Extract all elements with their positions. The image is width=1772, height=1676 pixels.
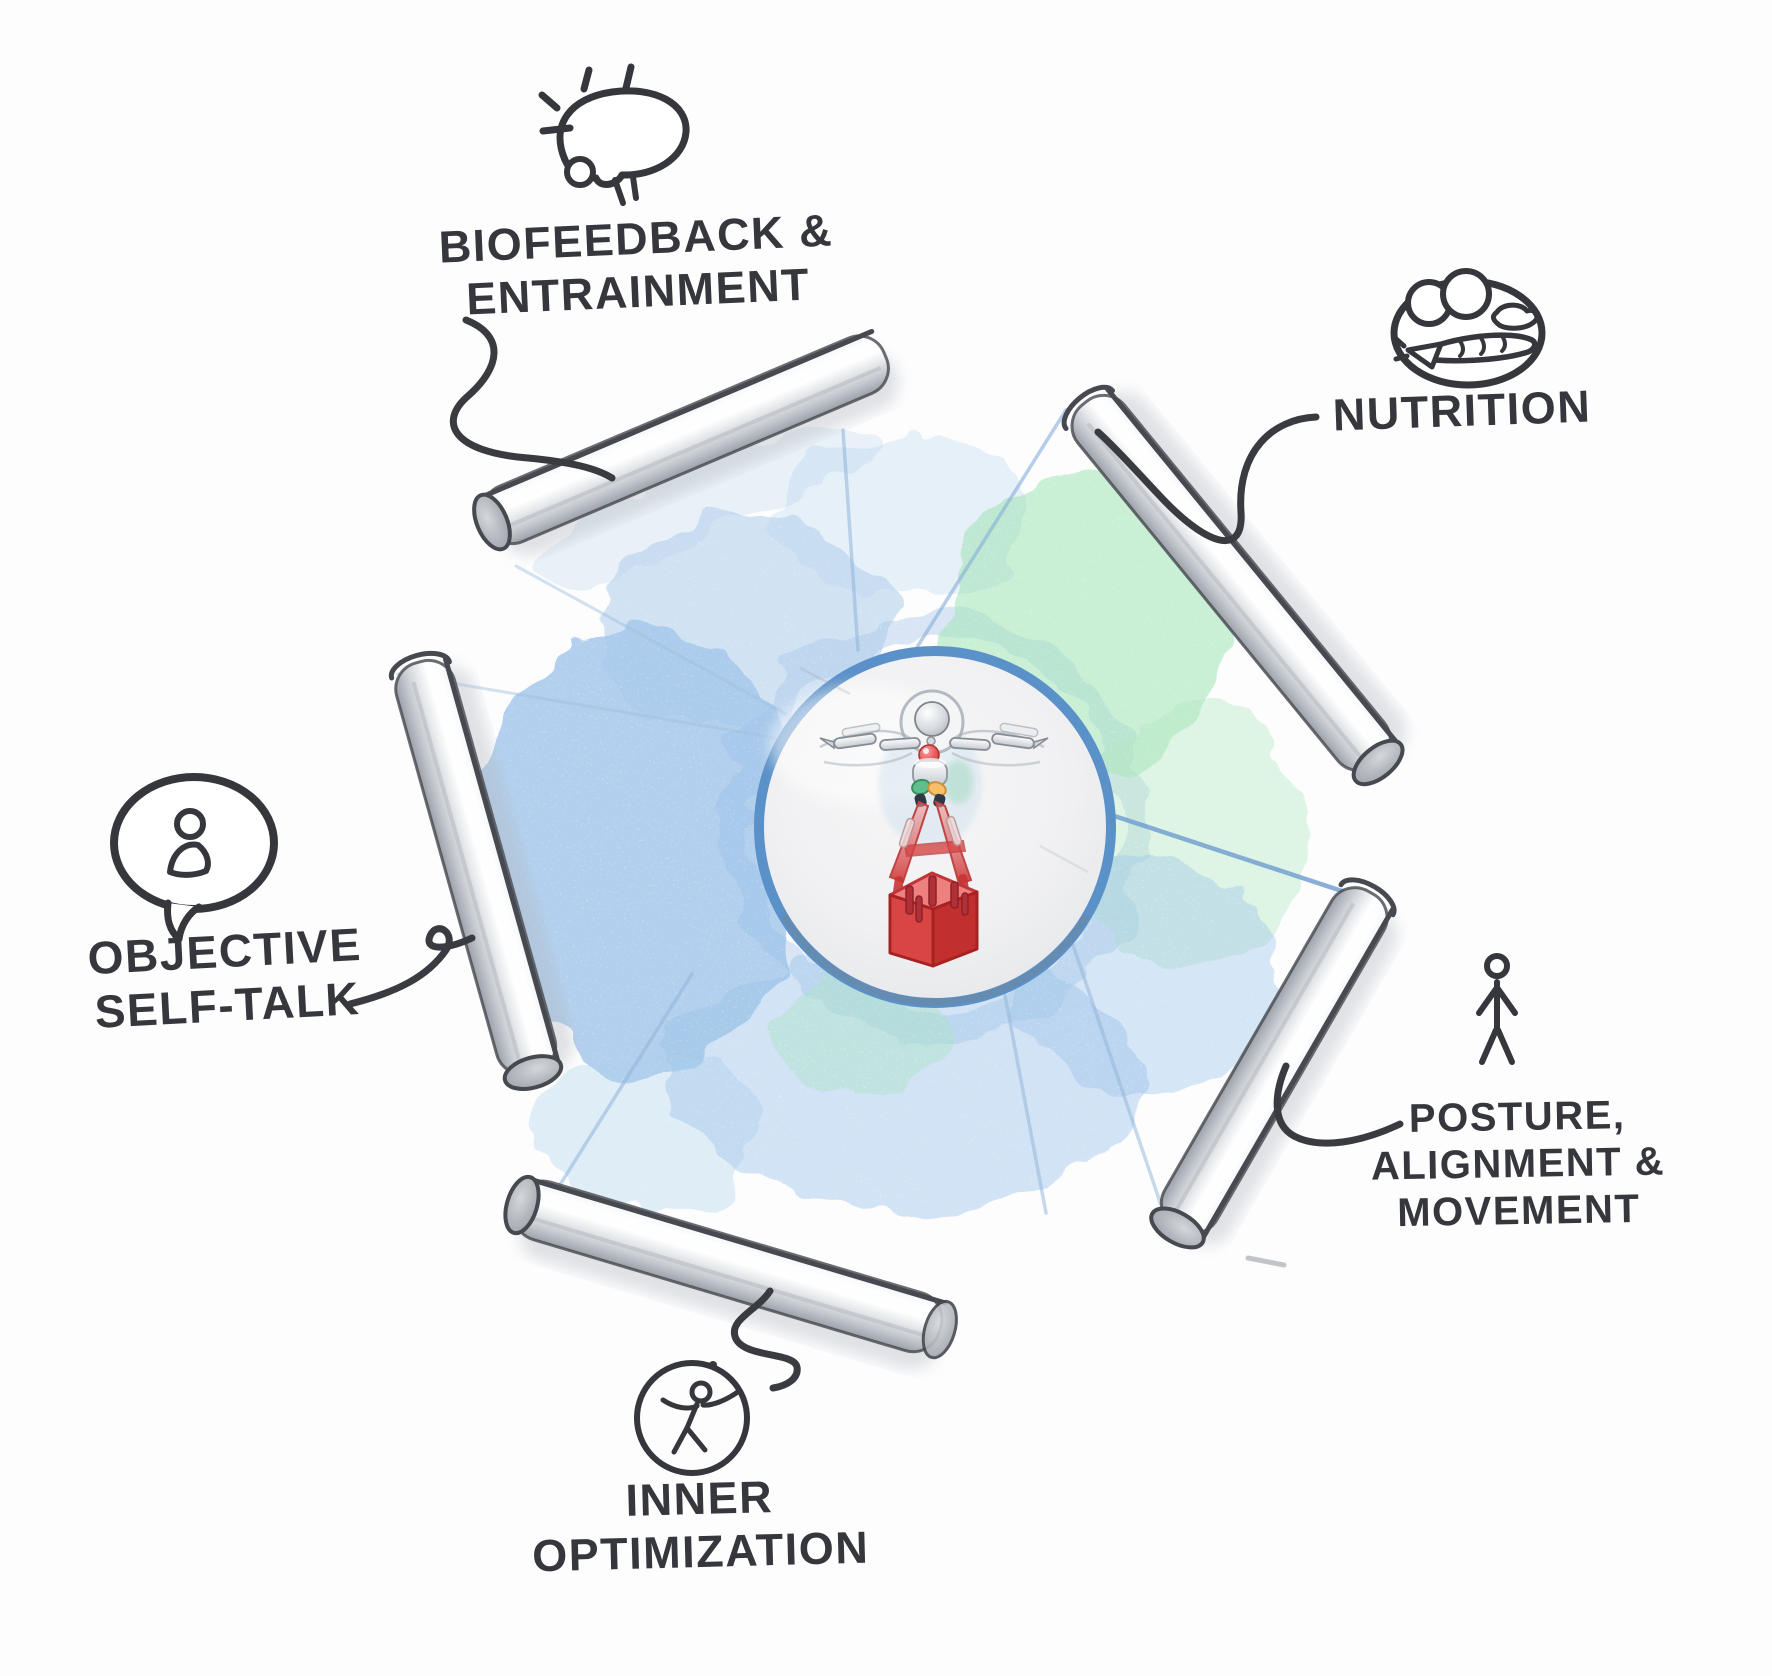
roller-bar-biofeedback xyxy=(472,328,899,556)
node-label-biofeedback-entrainment: BIOFEEDBACK & ENTRAINMENT xyxy=(438,203,837,326)
vitruvian-robot-on-red-cube-icon xyxy=(819,689,1049,968)
connector-biofeedback xyxy=(449,316,616,482)
label-line: NUTRITION xyxy=(1331,380,1593,441)
connector-inner-optimization xyxy=(730,1287,801,1392)
node-label-posture-alignment-movement: POSTURE, ALIGNMENT & MOVEMENT xyxy=(1370,1091,1667,1238)
radial-line xyxy=(556,972,694,1190)
label-line: INNER xyxy=(624,1471,774,1526)
node-label-nutrition: NUTRITION xyxy=(1332,380,1592,442)
stick-figure-icon xyxy=(1476,953,1518,1065)
speech-bubble-icon xyxy=(110,773,278,943)
radial-line xyxy=(1070,940,1164,1210)
radial-lines xyxy=(396,408,1351,1215)
label-line: POSTURE, xyxy=(1408,1093,1626,1141)
label-line: OPTIMIZATION xyxy=(531,1521,870,1582)
radial-line xyxy=(1075,801,1351,896)
radial-line xyxy=(914,408,1068,651)
connector-nutrition xyxy=(1094,413,1320,544)
radial-line xyxy=(1001,983,1048,1215)
food-plate-icon xyxy=(1390,268,1546,389)
stray-pencil-mark xyxy=(1245,1255,1287,1268)
label-line: ALIGNMENT & xyxy=(1370,1139,1666,1189)
connector-self-talk xyxy=(346,925,476,1008)
brain-icon xyxy=(538,63,690,206)
node-label-inner-optimization: INNER OPTIMIZATION xyxy=(530,1468,870,1583)
connector-squiggles xyxy=(346,316,1404,1392)
connector-posture xyxy=(1273,1062,1404,1147)
roller-bar-inner-optimization xyxy=(503,1174,958,1370)
person-in-circle-icon xyxy=(634,1360,750,1476)
radial-line xyxy=(841,428,860,652)
node-label-objective-self-talk: OBJECTIVE SELF-TALK xyxy=(86,917,366,1040)
label-line: MOVEMENT xyxy=(1396,1187,1641,1236)
roller-bar-self-talk xyxy=(388,650,574,1091)
radial-line xyxy=(514,564,788,716)
